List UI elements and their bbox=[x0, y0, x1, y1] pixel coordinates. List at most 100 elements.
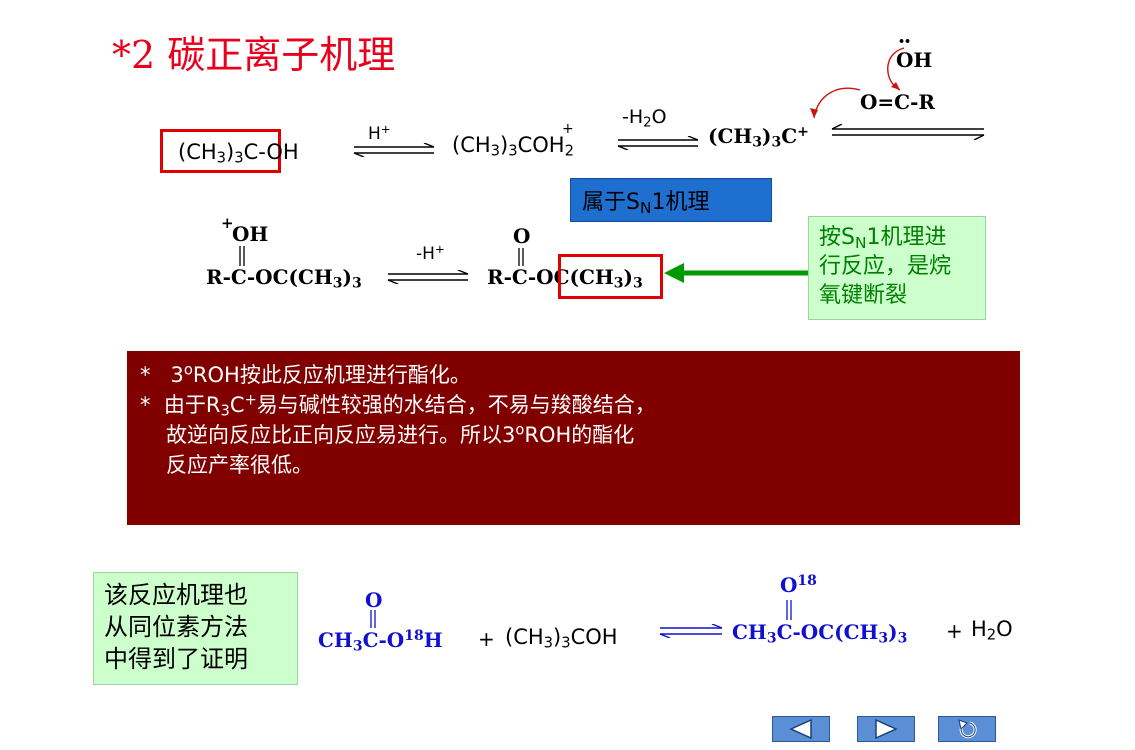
text: H bbox=[423, 628, 443, 652]
equilibrium-arrow-1 bbox=[353, 143, 435, 157]
highlight-box-tert-butyl bbox=[558, 254, 663, 299]
isotope-line-1: 该反应机理也 bbox=[104, 581, 248, 609]
double-bond-right bbox=[518, 248, 524, 266]
intermediate-oxonium: (CH3)3COH2 bbox=[452, 133, 574, 160]
text: H bbox=[368, 124, 381, 144]
text: 18 bbox=[404, 628, 424, 644]
plus-sign-2: + bbox=[946, 619, 963, 643]
text: 1机理进 bbox=[866, 225, 947, 250]
text: 2 bbox=[564, 142, 574, 160]
text: 易与碱性较强的水结合，不易与羧酸结合， bbox=[256, 393, 656, 417]
return-button[interactable] bbox=[938, 716, 996, 742]
lone-pair-dots: •• bbox=[898, 35, 911, 48]
condition-minus-h: -H+ bbox=[416, 242, 445, 264]
equilibrium-arrow-2 bbox=[617, 136, 699, 150]
text: 3 bbox=[771, 134, 782, 151]
electron-arrows bbox=[810, 47, 905, 119]
text: O bbox=[651, 106, 667, 128]
protonated-ester: R-C-OC(CH3)3 bbox=[206, 265, 362, 292]
text: 3 bbox=[766, 630, 777, 647]
text: (CH bbox=[178, 140, 217, 164]
panel-line-2: * 由于R3C+易与碱性较强的水结合，不易与羧酸结合， bbox=[140, 390, 1020, 420]
text: ) bbox=[623, 265, 633, 289]
text: 3 bbox=[561, 634, 571, 652]
text: 3 bbox=[234, 149, 244, 167]
prev-slide-button[interactable] bbox=[772, 716, 830, 742]
sn1-mechanism-label: 属于SN1机理 bbox=[570, 178, 772, 222]
labeled-acetic-acid: CH3C-O18H bbox=[318, 628, 443, 655]
text: H bbox=[971, 617, 987, 641]
acid-double-bond bbox=[370, 610, 376, 628]
equilibrium-arrow-3 bbox=[831, 124, 985, 140]
text: R-C-OC(CH bbox=[206, 265, 333, 289]
isotope-line-2: 从同位素方法 bbox=[104, 613, 248, 641]
text: 3 bbox=[543, 634, 554, 652]
text: COH bbox=[570, 625, 618, 649]
panel-line-4: 反应产率很低。 bbox=[166, 453, 313, 477]
text: 3 bbox=[332, 275, 343, 292]
text: * bbox=[140, 393, 151, 417]
sn1-cleavage-note: 按SN1机理进 行反应，是烷 氧键断裂 bbox=[808, 216, 986, 320]
triangle-left-icon bbox=[789, 718, 812, 740]
text: 3 bbox=[508, 142, 518, 160]
text: (CH bbox=[452, 133, 491, 157]
return-arrow-icon bbox=[958, 719, 977, 739]
carbocation: (CH3)3C+ bbox=[708, 124, 809, 151]
note-line-1: 按SN1机理进 bbox=[819, 223, 985, 252]
text: 3 bbox=[632, 275, 643, 292]
text: 3 bbox=[170, 363, 184, 387]
text: + bbox=[380, 122, 391, 137]
text: ) bbox=[888, 620, 898, 644]
text: o bbox=[183, 361, 193, 379]
text: -H bbox=[416, 244, 435, 264]
double-bond-left bbox=[239, 246, 245, 266]
protonated-plus: + bbox=[221, 214, 234, 232]
text: 按S bbox=[819, 225, 855, 250]
reactant-tert-butanol: (CH3)3C-OH bbox=[178, 140, 299, 167]
text: + bbox=[797, 124, 809, 140]
ester-double-bond bbox=[786, 600, 792, 620]
panel-line-1: * 3oROH按此反应机理进行酯化。 bbox=[140, 360, 1020, 390]
text: (CH bbox=[708, 124, 753, 148]
text: C bbox=[229, 393, 245, 417]
text: COH bbox=[517, 133, 565, 157]
text: C-OC(CH bbox=[776, 620, 879, 644]
text: ROH按此反应机理进行酯化。 bbox=[192, 363, 471, 387]
oxonium-charge: + bbox=[562, 121, 574, 137]
text: 3 bbox=[613, 275, 624, 292]
text: 3 bbox=[878, 630, 889, 647]
text: ) bbox=[762, 124, 772, 148]
acid-carbonyl-o: O bbox=[365, 588, 383, 612]
text: 18 bbox=[797, 573, 817, 589]
note-line-3: 氧键断裂 bbox=[819, 283, 908, 308]
text: o bbox=[515, 421, 525, 439]
text: CH bbox=[732, 620, 767, 644]
labeled-ester-product: CH3C-OC(CH3)3 bbox=[732, 620, 907, 647]
text: + bbox=[244, 391, 257, 409]
text: 3 bbox=[752, 134, 763, 151]
water-product: H2O bbox=[971, 617, 1013, 643]
text: R-C-O bbox=[487, 265, 554, 289]
text: 3 bbox=[352, 638, 363, 655]
highlight-box-reactant bbox=[160, 129, 281, 173]
text: O bbox=[780, 573, 798, 597]
acid-oh: OH bbox=[896, 48, 933, 72]
ester-product: R-C-OC(CH3)3 bbox=[487, 265, 643, 292]
text: N bbox=[854, 233, 867, 252]
text: 3 bbox=[351, 275, 362, 292]
text: O bbox=[996, 617, 1013, 641]
condition-h-plus: H+ bbox=[368, 122, 391, 144]
text: C-O bbox=[362, 628, 405, 652]
ester-labeled-o: O18 bbox=[780, 573, 817, 597]
text: + bbox=[434, 242, 445, 257]
text: ) bbox=[553, 625, 562, 649]
text: ) bbox=[226, 140, 235, 164]
text: 3 bbox=[216, 149, 227, 167]
text: ) bbox=[342, 265, 352, 289]
text: 属于S bbox=[582, 190, 640, 215]
green-pointer-arrow bbox=[664, 263, 810, 283]
condition-minus-water: -H2O bbox=[622, 106, 667, 129]
text: CH bbox=[318, 628, 353, 652]
next-slide-button[interactable] bbox=[857, 716, 915, 742]
protonated-oh: OH bbox=[232, 222, 269, 246]
